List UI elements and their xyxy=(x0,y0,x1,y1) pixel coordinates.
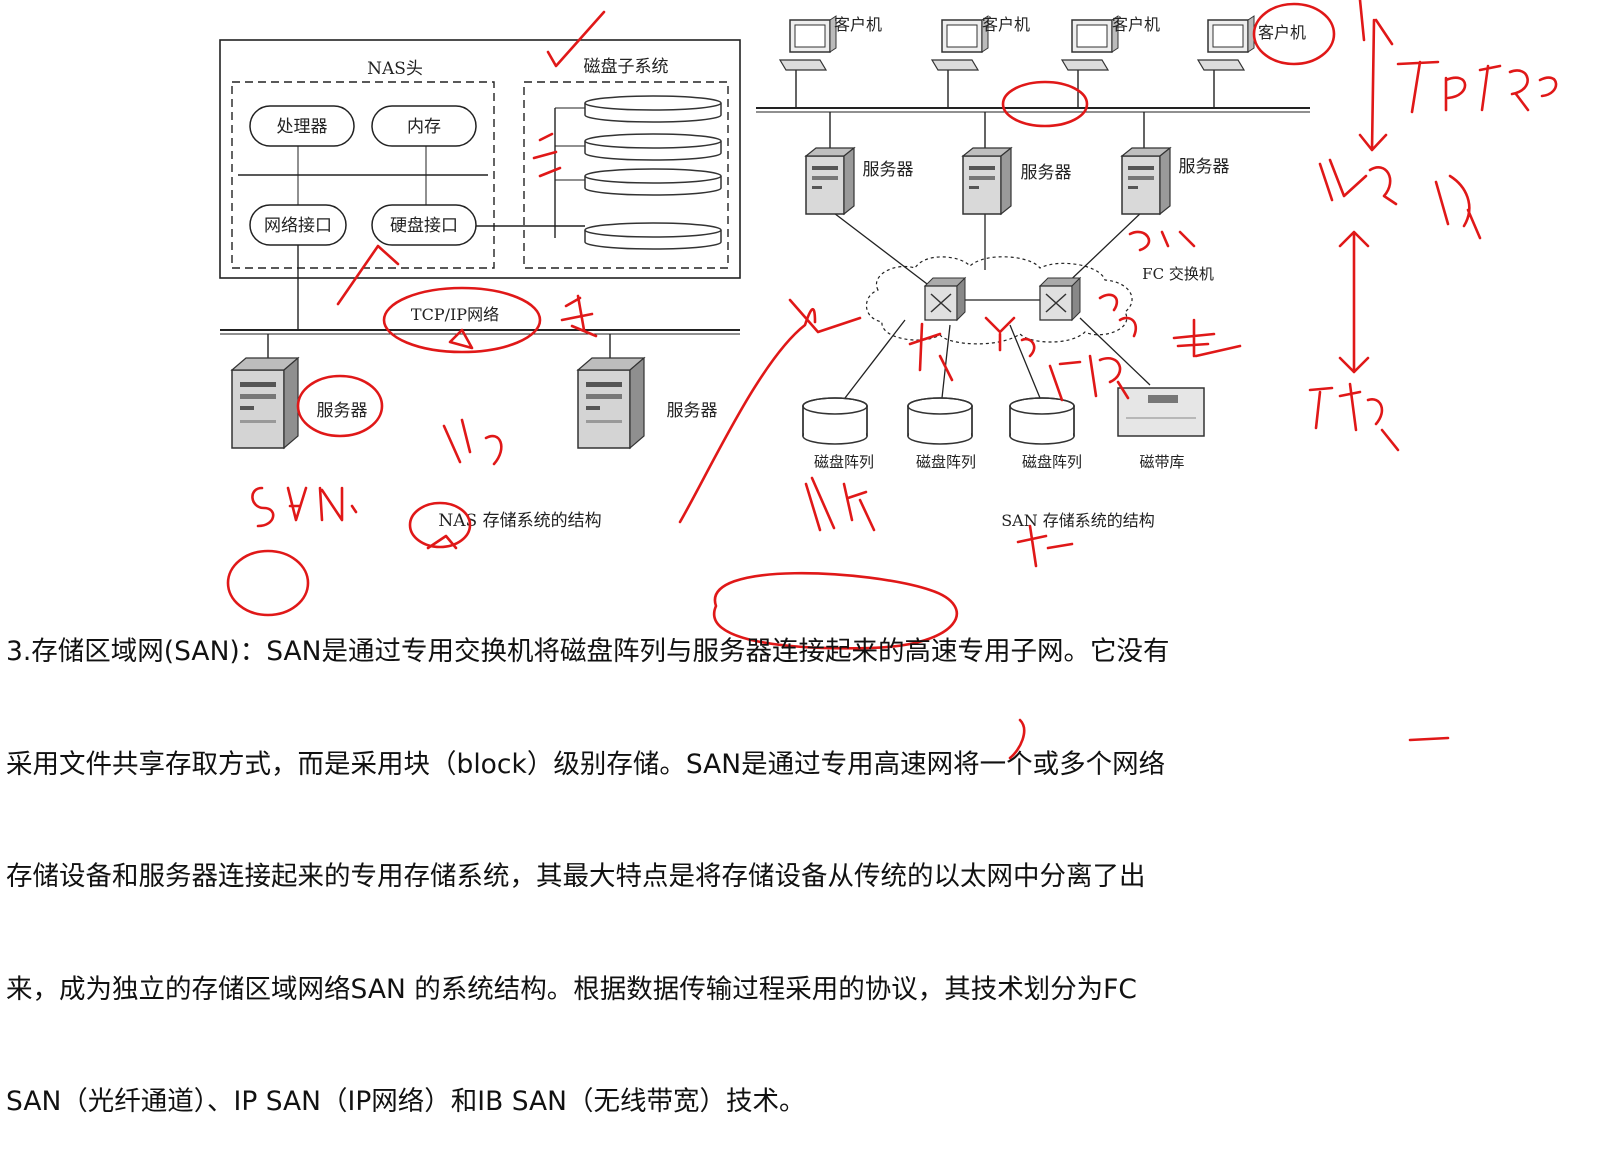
net-interface-label: 网络接口 xyxy=(264,216,332,236)
client-label-2: 客户机 xyxy=(982,15,1030,34)
paragraph-line: 来，成为独立的存储区域网络SAN 的系统结构。根据数据传输过程采用的协议，其技术… xyxy=(6,973,1137,1005)
client-icon-4 xyxy=(1197,15,1255,71)
paragraph-line: SAN（光纤通道）、IP SAN（IP网络）和IB SAN（无线带宽）技术。 xyxy=(6,1086,806,1117)
checkmark-icon xyxy=(546,10,606,68)
memory-label: 内存 xyxy=(407,117,441,137)
disk-stack xyxy=(584,95,722,250)
red-annotations xyxy=(226,0,1558,760)
fc-switch-label: FC 交换机 xyxy=(1142,265,1214,283)
fc-switch-icon-2 xyxy=(1039,277,1081,321)
nas-server-icon xyxy=(231,357,299,449)
memory-box xyxy=(371,105,477,147)
client-icon xyxy=(779,15,837,71)
client-icon-3 xyxy=(1061,15,1119,71)
disk-array-icon-3 xyxy=(1009,397,1075,445)
storage-diagram: NAS头 磁盘子系统 处理器 内存 网络接口 硬盘接口 TCP/IP网络 服务器… xyxy=(219,0,1558,760)
nas-server-icon-2 xyxy=(577,357,645,449)
processor-box xyxy=(249,105,355,147)
san-caption: SAN 存储系统的结构 xyxy=(1001,511,1155,530)
tcp-ip-circle xyxy=(382,286,542,354)
disk-array-label-2: 磁盘阵列 xyxy=(916,453,976,471)
client-label-4: 客户机 xyxy=(1258,23,1306,42)
nas-caption: NAS 存储系统的结构 xyxy=(438,511,601,531)
fc-switch-icon xyxy=(924,277,966,321)
tape-library-icon xyxy=(1117,387,1205,437)
san-server-icon-3 xyxy=(1121,147,1171,215)
client-icon-2 xyxy=(931,15,989,71)
nas-outer-box xyxy=(219,39,741,279)
tcp-ip-network-label: TCP/IP网络 xyxy=(411,305,499,324)
san-description: 3.存储区域网(SAN)：SAN是通过专用交换机将磁盘阵列与服务器连接起来的高速… xyxy=(6,558,1546,1158)
paragraph-line: 存储设备和服务器连接起来的专用存储系统，其最大特点是将存储设备从传统的以太网中分… xyxy=(6,861,1146,892)
nas-diagram xyxy=(219,39,741,365)
san-server-icon xyxy=(805,147,855,215)
san-server-label: 服务器 xyxy=(863,160,914,180)
client-label: 客户机 xyxy=(834,15,882,34)
san-diagram xyxy=(756,68,1310,399)
client-label-3: 客户机 xyxy=(1112,15,1160,34)
disk-subsystem-title: 磁盘子系统 xyxy=(584,57,669,77)
san-server-icon-2 xyxy=(962,147,1012,215)
paragraph-line: 采用文件共享存取方式，而是采用块（block）级别存储。SAN是通过专用高速网将… xyxy=(6,748,1166,780)
nas-server-label-2: 服务器 xyxy=(667,401,718,421)
disk-array-icon-2 xyxy=(907,397,973,445)
san-server-label-2: 服务器 xyxy=(1021,163,1072,183)
nas-head-title: NAS头 xyxy=(367,59,423,79)
disk-array-icon xyxy=(802,397,868,445)
disk-array-label-3: 磁盘阵列 xyxy=(1022,453,1082,471)
disk-array-label: 磁盘阵列 xyxy=(814,453,874,471)
disk-interface-label: 硬盘接口 xyxy=(390,216,458,236)
disk-interface-box xyxy=(371,204,477,246)
paragraph-line: 3.存储区域网(SAN)：SAN是通过专用交换机将磁盘阵列与服务器连接起来的高速… xyxy=(6,636,1170,667)
processor-label: 处理器 xyxy=(277,117,328,137)
tape-library-label: 磁带库 xyxy=(1139,453,1184,471)
san-server-label-3: 服务器 xyxy=(1179,157,1230,177)
nas-server-label: 服务器 xyxy=(317,401,368,421)
net-interface-box xyxy=(249,204,347,246)
